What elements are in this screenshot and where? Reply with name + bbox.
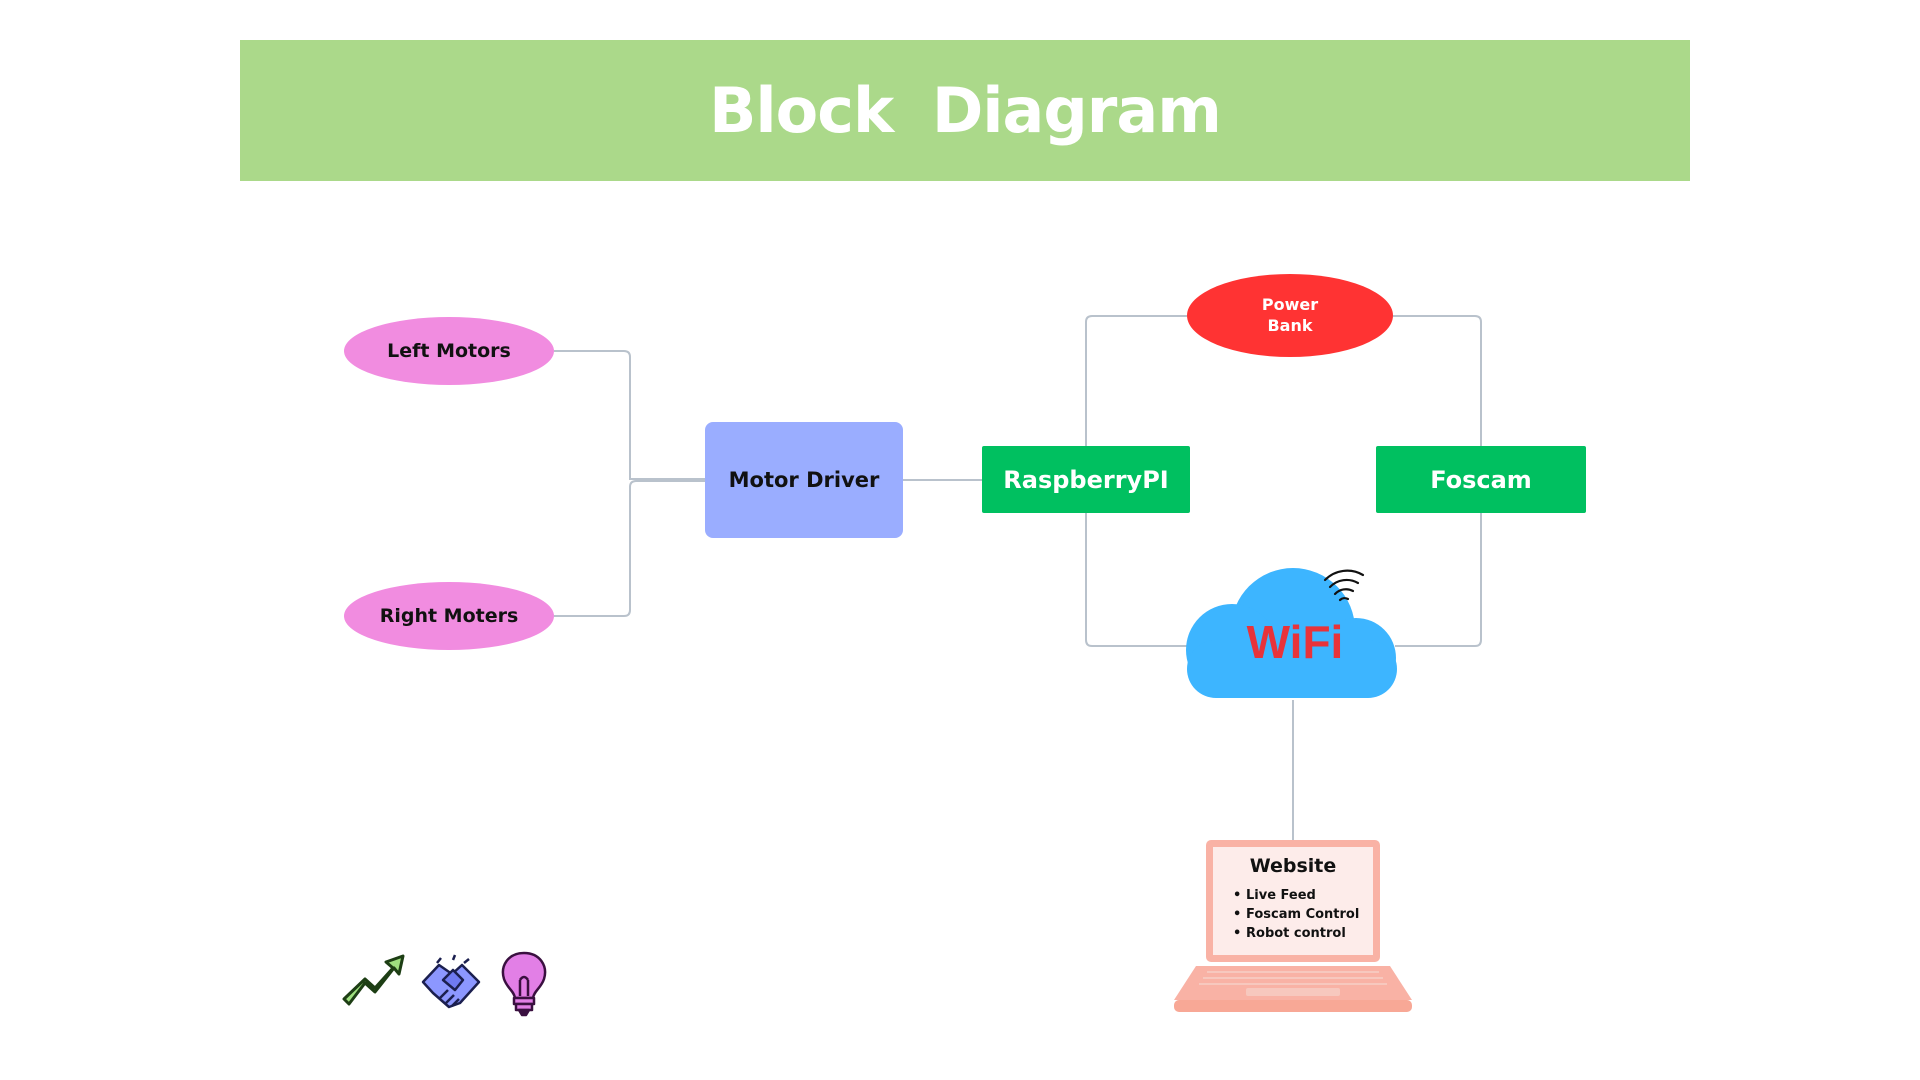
foscam-label: Foscam: [1430, 465, 1532, 494]
list-item: Robot control: [1233, 924, 1359, 943]
list-item: Foscam Control: [1233, 905, 1359, 924]
motor-driver-node: Motor Driver: [705, 422, 903, 538]
left-motors-node: Left Motors: [344, 317, 554, 385]
motor-driver-label: Motor Driver: [728, 468, 880, 492]
handshake-icon: [421, 954, 481, 1009]
connector-right-motors: [554, 480, 705, 617]
right-motors-label: Right Moters: [379, 605, 519, 627]
lightbulb-icon: [501, 951, 547, 1017]
page-title: Block Diagram: [709, 74, 1222, 147]
raspberry-pi-node: RaspberryPI: [982, 446, 1190, 513]
connector-left-motors: [554, 350, 705, 480]
right-motors-node: Right Moters: [344, 582, 554, 650]
left-motors-label: Left Motors: [387, 340, 511, 362]
connector-power-pi: [1085, 315, 1187, 446]
raspberry-pi-label: RaspberryPI: [1003, 465, 1169, 494]
cloud-icon: [1186, 568, 1397, 698]
connector-foscam-wifi: [1395, 513, 1482, 647]
foscam-node: Foscam: [1376, 446, 1586, 513]
power-bank-label: Power Bank: [1261, 294, 1319, 335]
trend-up-arrow-icon: [342, 954, 405, 1006]
wifi-label: WiFi: [1246, 616, 1344, 668]
website-title: Website: [1249, 855, 1337, 877]
connector-power-foscam: [1393, 315, 1482, 446]
connector-pi-wifi: [1085, 513, 1190, 647]
wifi-signal-icon: [1323, 569, 1365, 602]
power-bank-node: Power Bank: [1187, 274, 1393, 357]
website-feature-list: Live Feed Foscam Control Robot control: [1232, 886, 1359, 943]
list-item: Live Feed: [1233, 886, 1359, 905]
title-banner: Block Diagram: [240, 40, 1690, 181]
